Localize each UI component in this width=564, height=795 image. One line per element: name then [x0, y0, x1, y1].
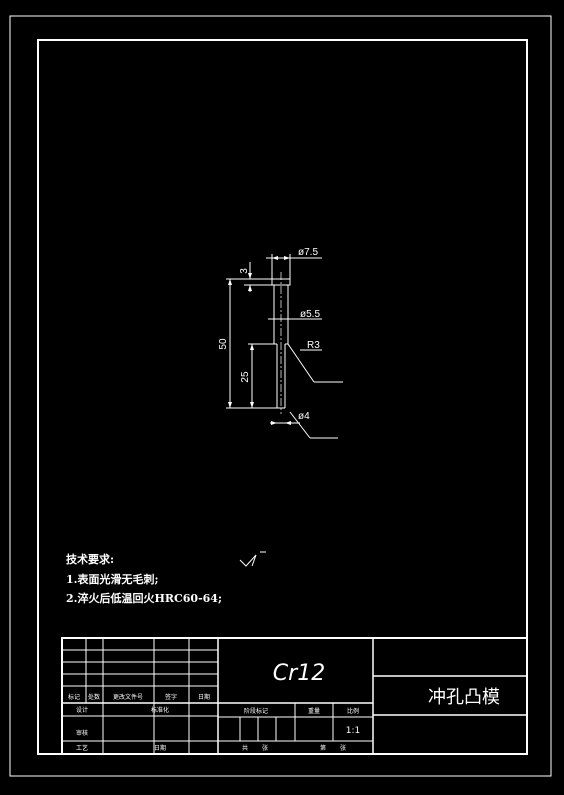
dim-tip-diameter: ø4: [298, 411, 310, 422]
drawing-frame: [37, 39, 528, 755]
surface-finish-symbol: [239, 551, 266, 567]
material-label: Cr12: [273, 661, 325, 686]
header-scale: 比例: [347, 707, 359, 715]
sign-label-date: 日期: [198, 693, 210, 701]
label-standardization: 标准化: [151, 706, 169, 714]
dim-overall-length: 50: [218, 338, 229, 350]
tech-requirement-1: 1.表面光滑无毛刺;: [66, 573, 159, 586]
dim-tip-length: 25: [240, 371, 251, 383]
dim-mid-diameter: ø5.5: [300, 309, 320, 320]
title-block: [61, 637, 528, 755]
sheet-number-label: 第: [320, 744, 326, 752]
header-stage-mark: 阶段标记: [244, 707, 268, 715]
header-weight: 重量: [308, 707, 320, 715]
punch-part: [226, 254, 343, 439]
label-review: 审核: [76, 729, 88, 737]
sign-label-count: 处数: [88, 693, 100, 701]
dim-head-diameter: ø7.5: [298, 247, 318, 258]
tech-requirements-title: 技术要求:: [66, 553, 115, 566]
label-date: 日期: [154, 744, 166, 752]
sign-label-change: 更改文件号: [113, 693, 143, 701]
dimension-arrows: [228, 256, 291, 425]
tech-requirement-2: 2.淬火后低温回火HRC60-64;: [66, 592, 223, 605]
scale-value: 1:1: [346, 726, 360, 736]
sign-label-signature: 签字: [165, 693, 177, 701]
dim-fillet-radius: R3: [307, 340, 320, 351]
label-process: 工艺: [76, 744, 88, 752]
sheet-total-unit: 张: [262, 744, 268, 752]
sheet-total-label: 共: [242, 744, 248, 752]
sign-label-mark: 标记: [68, 693, 80, 701]
sheet-number-unit: 张: [340, 744, 346, 752]
outer-border: [9, 15, 552, 777]
label-design: 设计: [76, 706, 88, 714]
drawing-name: 冲孔凸模: [428, 687, 500, 708]
dim-head-height: 3: [239, 268, 250, 274]
